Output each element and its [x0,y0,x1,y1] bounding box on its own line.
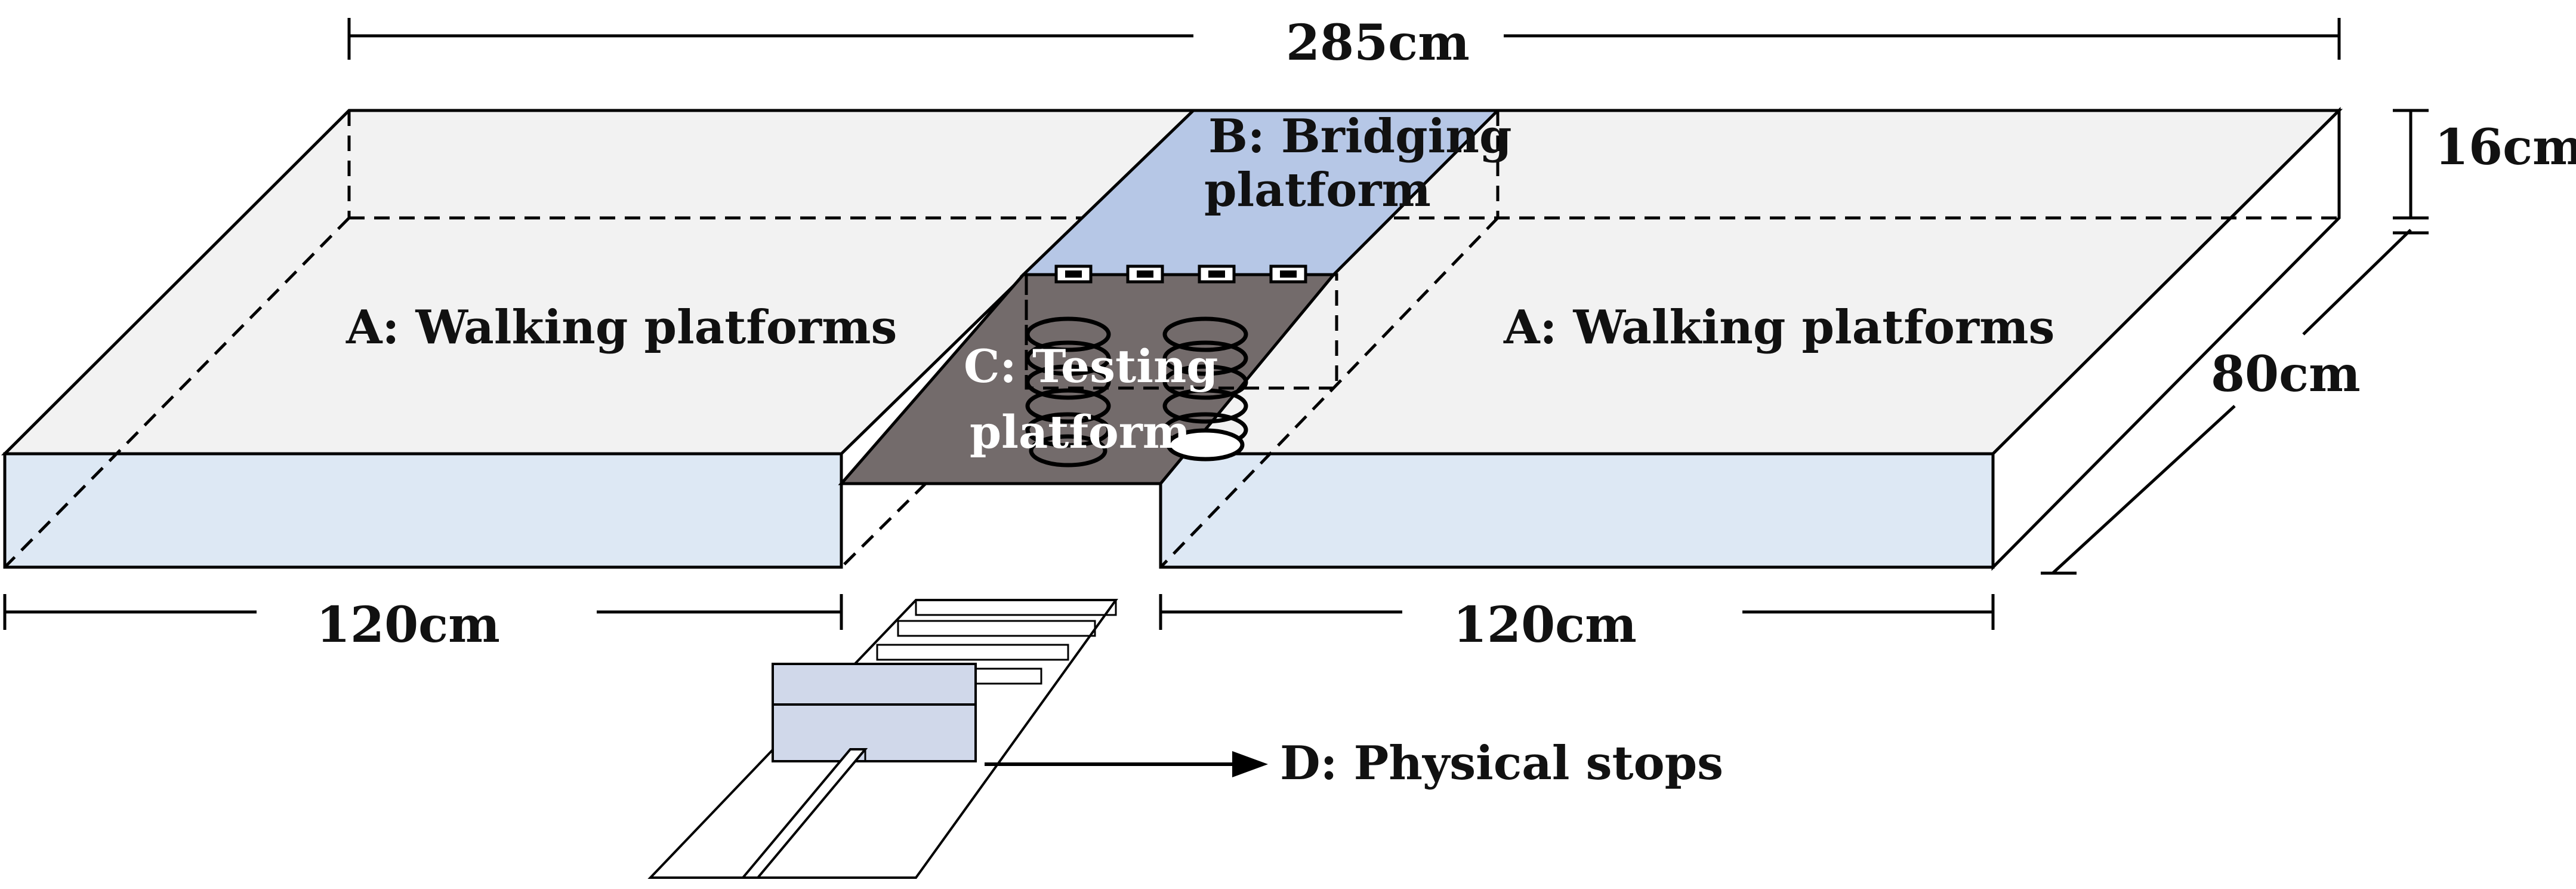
stops-arrowhead [1232,751,1268,777]
right-platform-side [1991,107,2341,571]
testing-platform-label-line1: C: Testing [964,340,1218,393]
spring-left [1025,316,1111,467]
stops-box [772,703,977,762]
bridging-platform-label-line2: platform [1204,163,1431,217]
physical-stops-label: D: Physical stops [1280,736,1723,790]
left-walking-platform [1,109,1198,569]
dimension-80 [2041,229,2429,575]
stops-rail [740,748,868,879]
dimension-285 [347,18,2341,60]
walking-platform-left-label: A: Walking platforms [345,300,897,355]
dimension-80-label: 80cm [2211,346,2361,403]
dimension-left-120 [3,594,843,630]
dimension-16-label: 16cm [2435,119,2576,176]
physical-stops [647,599,1268,879]
dimension-left-120-label: 120cm [316,596,500,654]
mounting-tabs [1054,264,1307,284]
dimension-16 [2393,109,2429,220]
bridging-platform-label-line1: B: Bridging [1208,109,1512,164]
testing-platform-label-line2: platform [970,405,1190,459]
left-platform-front [3,452,843,569]
stops-box-top [772,663,977,706]
dimension-285-label: 285cm [1286,14,1470,72]
dimension-right-120-label: 120cm [1453,596,1637,654]
dimension-right-120 [1159,594,1995,630]
right-walking-platform [1159,107,2343,571]
walking-platform-right-label: A: Walking platforms [1503,300,2054,355]
right-platform-front [1159,452,1995,569]
spring-right [1162,316,1248,462]
